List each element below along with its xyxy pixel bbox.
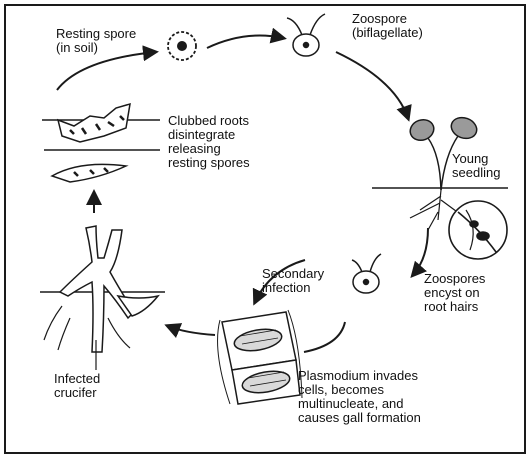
arrow-clubbed-to-spore [57,52,155,90]
label-zoospore: Zoospore (biflagellate) [352,12,423,40]
label-secondary-infection: Secondary infection [262,267,324,295]
infected-crucifer-drawing [40,226,165,370]
label-clubbed-roots: Clubbed roots disintegrate releasing res… [168,114,250,170]
plasmodium-cells-drawing [218,310,302,404]
arrow-zoospore-to-seedling [336,52,408,118]
arrow-spore-to-zoospore [207,36,283,48]
label-plasmodium: Plasmodium invades cells, becomes multin… [298,369,421,425]
arrow-plasmodium-to-crucifer [168,326,215,335]
root-hair-inset [449,201,507,259]
secondary-zoospore-drawing [352,254,381,293]
label-young-seedling: Young seedling [452,152,500,180]
clubbed-roots-drawing [42,104,160,182]
cycle-arrows [57,36,428,352]
label-infected-crucifer: Infected crucifer [54,372,100,400]
label-resting-spore: Resting spore (in soil) [56,27,136,55]
arrow-encyst-to-secondary [304,322,345,352]
arrow-seedling-to-encyst [413,228,428,275]
resting-spore-drawing [168,32,196,60]
zoospore-drawing [287,14,325,56]
label-zoospores-encyst: Zoospores encyst on root hairs [424,272,485,314]
